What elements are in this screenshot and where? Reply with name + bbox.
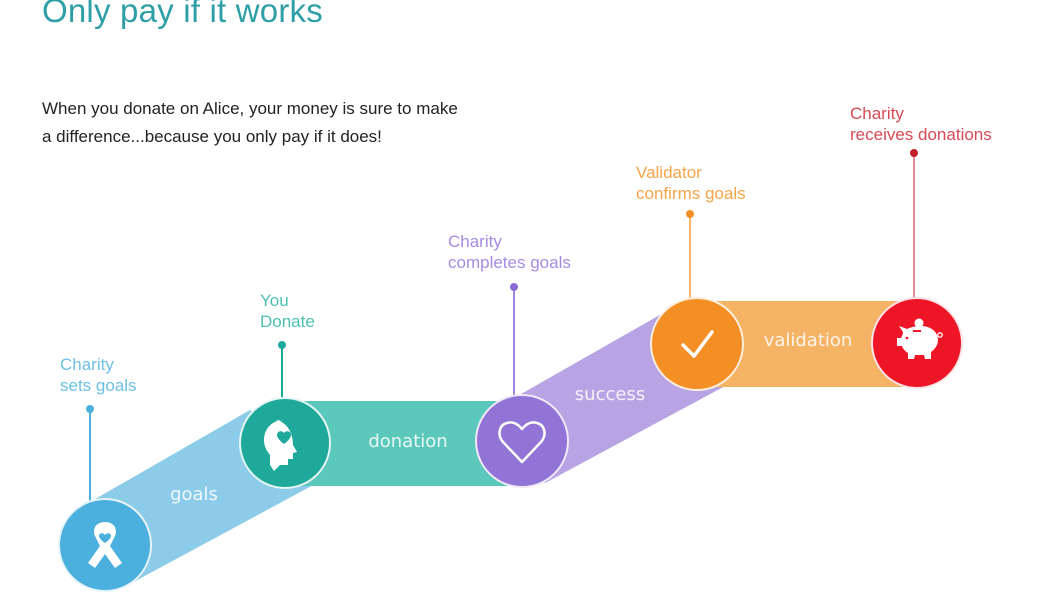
step-5-label-line1: Charity <box>850 104 904 123</box>
step-5-label-line2: receives donations <box>850 125 992 144</box>
step-3-circle <box>475 394 569 488</box>
intro-line-2: a difference...because you only pay if i… <box>42 127 382 146</box>
pin-step-1 <box>86 405 94 502</box>
awareness-ribbon-icon <box>88 522 122 568</box>
pin-step-5 <box>910 149 918 299</box>
intro-line-1: When you donate on Alice, your money is … <box>42 99 458 118</box>
heart-outline-icon <box>498 421 546 464</box>
step-3-label: Charity completes goals <box>448 231 571 273</box>
step-4-circle <box>650 297 744 391</box>
head-heart-icon <box>264 420 297 471</box>
step-2-label: You Donate <box>260 290 315 332</box>
pin-step-3 <box>510 283 518 398</box>
band-label-success: success <box>575 384 645 405</box>
step-4-label-line2: confirms goals <box>636 184 746 203</box>
pin-step-4 <box>686 210 694 300</box>
page-title: Only pay if it works <box>42 0 323 29</box>
intro-text: When you donate on Alice, your money is … <box>42 95 562 151</box>
step-2-circle <box>239 397 331 489</box>
step-3-label-line2: completes goals <box>448 253 571 272</box>
pin-step-2 <box>278 341 286 400</box>
piggy-bank-icon <box>897 318 943 359</box>
step-4-label: Validator confirms goals <box>636 162 746 204</box>
band-label-goals: goals <box>170 484 218 505</box>
band-label-validation: validation <box>764 330 853 351</box>
step-2-label-line2: Donate <box>260 312 315 331</box>
step-1-circle <box>58 498 152 592</box>
step-2-label-line1: You <box>260 291 289 310</box>
step-1-label-line2: sets goals <box>60 376 137 395</box>
step-3-label-line1: Charity <box>448 232 502 251</box>
step-1-label-line1: Charity <box>60 355 114 374</box>
checkmark-icon <box>681 330 714 358</box>
step-5-circle <box>871 297 963 389</box>
band-label-donation: donation <box>368 431 447 452</box>
step-1-label: Charity sets goals <box>60 354 137 396</box>
step-5-label: Charity receives donations <box>850 103 992 145</box>
step-4-label-line1: Validator <box>636 163 702 182</box>
